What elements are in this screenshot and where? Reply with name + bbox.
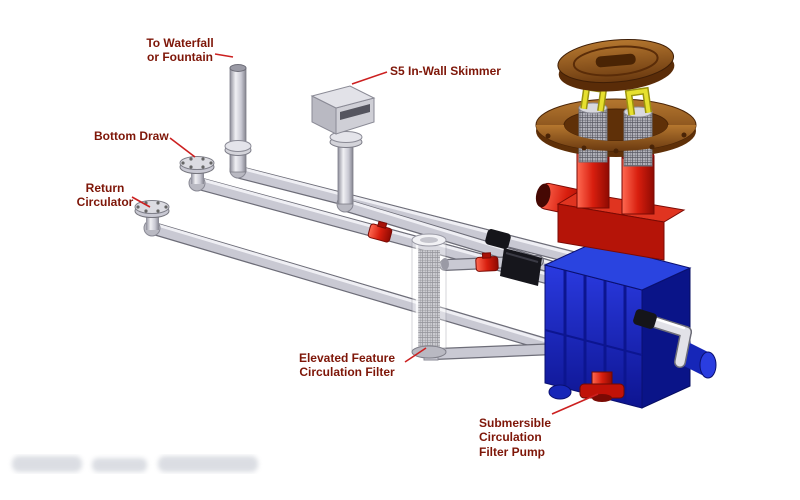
label-skimmer: S5 In-Wall Skimmer [390,64,530,78]
check-valve-right [475,252,499,272]
check-valve-left [367,220,393,243]
label-return-line1: Return [85,181,125,195]
leader-lines [131,53,599,415]
label-skimmer-line1: S5 In-Wall Skimmer [390,64,501,78]
label-elevated-line1: Elevated Feature [298,351,396,365]
filter-cartridge-left [578,102,608,163]
label-submersible-line2: Circulation [479,430,542,445]
leader-bottom-draw [169,137,196,158]
label-submersible-line3: Filter Pump [479,444,546,459]
filter-cartridge-right [623,106,653,167]
pump-drain-fitting [579,371,625,402]
return-circulator-port [134,200,170,230]
pipe-couplings [485,229,542,286]
cartridge-handle-right [624,86,653,116]
leader-submersible-pump [551,393,599,415]
label-elevated-filter: Elevated Feature Circulation Filter [290,351,404,380]
red-manifold [535,143,686,261]
label-submersible-pump: Submersible Circulation Filter Pump [479,416,579,459]
elevated-circulation-filter [411,233,449,361]
label-submersible-line1: Submersible [479,416,552,430]
submersible-filter-pump [543,242,717,409]
label-bottom-draw-line1: Bottom Draw [94,129,169,143]
leader-waterfall [214,53,234,58]
label-return-circulator: Return Circulator [74,181,136,210]
label-to-waterfall-line1: To Waterfall [146,36,214,50]
label-to-waterfall: To Waterfall or Fountain [137,36,223,65]
pump-outlet-elbow [633,309,692,368]
label-return-line2: Circulator [76,195,134,210]
leader-skimmer [351,71,388,85]
canister-lid [557,38,675,92]
in-wall-skimmer [310,85,376,205]
label-to-waterfall-line2: or Fountain [147,50,213,65]
label-elevated-line2: Circulation Filter [299,365,395,380]
leader-return [131,196,151,208]
bottom-draw-port [179,156,215,184]
label-bottom-draw: Bottom Draw [94,129,174,143]
waterfall-riser-pipe [224,64,252,173]
canister-ring-and-cartridges [535,83,697,167]
watermark-blur [12,456,258,472]
leader-elevated-filter [404,347,427,363]
